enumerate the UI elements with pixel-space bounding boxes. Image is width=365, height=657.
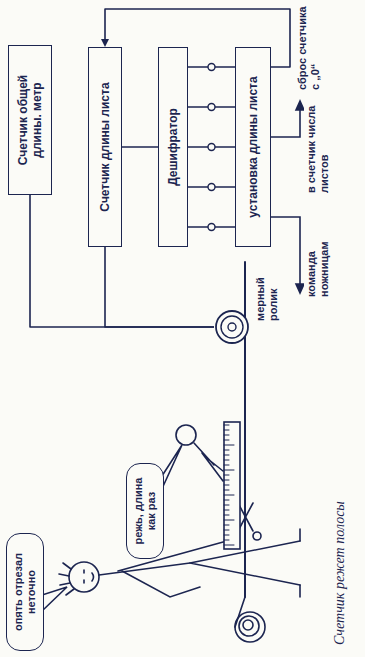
- process-box: Дешифратор: [158, 47, 188, 247]
- roller-outline: [214, 309, 250, 345]
- ruler-tick: [224, 525, 229, 526]
- connector: [188, 144, 235, 151]
- contact-dot: [208, 104, 215, 111]
- contact-dot: [208, 144, 215, 151]
- process-box: установка длины листа: [235, 47, 271, 247]
- roller-ring: [216, 311, 248, 343]
- signal-label: в счетчик числа листов: [304, 97, 332, 195]
- metal-strip: [244, 262, 246, 597]
- speech-bubble: опять отрезал неточно: [6, 533, 44, 651]
- roller-label: мерный ролик: [254, 265, 280, 321]
- contact-dot: [208, 64, 215, 71]
- worker-with-scissors: [59, 529, 300, 597]
- process-box: Счетчик длины листа: [88, 47, 122, 247]
- roller-ring: [228, 323, 236, 331]
- ruler-tick: [224, 465, 229, 466]
- ruler-tick: [224, 480, 229, 481]
- contact-dot: [208, 184, 215, 191]
- node-text: Счетчик длины листа: [98, 82, 112, 211]
- roller-ring: [221, 316, 243, 338]
- arrow-head: [101, 39, 109, 47]
- connector-line: [105, 247, 214, 327]
- speech-tail: [42, 587, 67, 611]
- ruler-tick: [224, 425, 229, 426]
- ruler-tick: [224, 430, 229, 431]
- connector: [188, 224, 235, 231]
- ruler-tick: [224, 470, 234, 471]
- ruler-tick: [224, 520, 234, 521]
- ruler-tick: [224, 515, 229, 516]
- edge-label: сброс счетчика с „0“: [295, 2, 323, 92]
- connector-line: [122, 146, 158, 148]
- ruler-tick: [224, 455, 229, 456]
- connector: [188, 104, 235, 111]
- node-text: Счетчик общей длины. метр: [16, 54, 45, 186]
- measuring-roller: мерный ролик: [214, 309, 250, 345]
- ruler-tick: [224, 500, 229, 501]
- metal-strip: [235, 597, 245, 627]
- ruler-tick: [224, 535, 229, 536]
- connector: [105, 247, 214, 327]
- ruler-tick: [224, 490, 229, 491]
- ruler-tick: [224, 545, 234, 546]
- node-text: установка длины листа: [246, 76, 260, 217]
- ruler-tick: [224, 540, 229, 541]
- contact-dot: [208, 224, 215, 231]
- connector: [122, 147, 158, 148]
- ruler-tick: [224, 530, 229, 531]
- process-box: Счетчик общей длины. метр: [8, 45, 52, 195]
- strip-roll: [235, 612, 265, 642]
- node-text: режь, длина как раз: [132, 478, 157, 545]
- speech-bubble: режь, длина как раз: [126, 463, 164, 559]
- ruler-tick: [224, 435, 229, 436]
- ruler-tick: [224, 505, 229, 506]
- ruler-tick: [224, 460, 229, 461]
- ruler-tick: [224, 510, 229, 511]
- worker-measuring: [176, 425, 223, 481]
- ruler-tick: [224, 440, 229, 441]
- ruler-tick: [224, 485, 229, 486]
- ruler-tick: [224, 495, 234, 496]
- ruler-tick: [224, 450, 229, 451]
- figure-caption: Счетчик режет полосы: [332, 501, 348, 645]
- signal-label: команда ножницам: [304, 211, 332, 299]
- ruler-tick: [224, 475, 229, 476]
- ruler-tick: [224, 445, 234, 446]
- node-text: опять отрезал неточно: [12, 553, 37, 631]
- output-arrow: [271, 101, 304, 137]
- ruler: [224, 422, 240, 549]
- node-text: Дешифратор: [166, 108, 180, 186]
- connector: [188, 64, 235, 71]
- connector: [188, 184, 235, 191]
